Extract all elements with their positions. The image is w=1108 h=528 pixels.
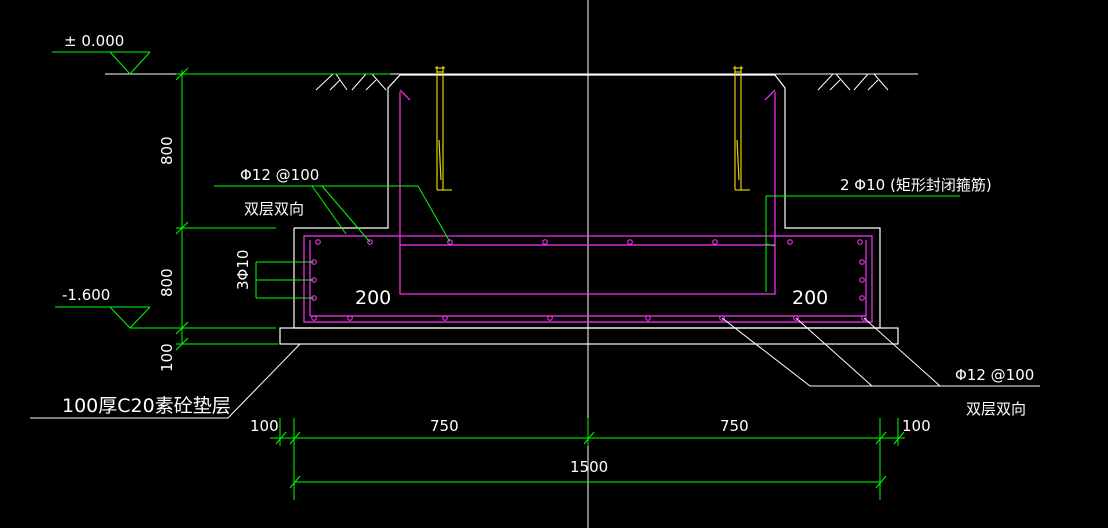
vertical-dim-cushion: 100 <box>158 343 176 372</box>
label-bottom-right-note: 双层双向 <box>966 400 1026 418</box>
label-stirrup: 2 Φ10 (矩形封闭箍筋) <box>840 176 992 194</box>
rebar-dot <box>719 315 725 321</box>
vertical-dim-upper: 800 <box>158 136 176 165</box>
horizontal-dim-left-half: 750 <box>430 417 459 435</box>
rebar-dot <box>712 239 718 245</box>
inner-dim-right: 200 <box>792 287 828 309</box>
horizontal-dim-left-edge: 100 <box>250 417 279 435</box>
elevation-bottom-label: -1.600 <box>62 286 110 304</box>
rebar-dot <box>311 315 317 321</box>
rebar-dot <box>315 239 321 245</box>
soil-hatch-left <box>315 73 387 91</box>
elevation-marker-top <box>52 51 151 75</box>
horizontal-dim-right-edge: 100 <box>902 417 931 435</box>
anchor-bolt-left <box>435 66 452 191</box>
inner-dim-left: 200 <box>355 287 391 309</box>
rebar-dot <box>367 239 373 245</box>
rebar-dot <box>859 259 865 265</box>
rebar-dot <box>542 239 548 245</box>
rebar-dot <box>627 239 633 245</box>
rebar-cage <box>303 89 873 323</box>
vertical-dim-lower: 800 <box>158 268 176 297</box>
rebar-dot-group <box>311 239 867 321</box>
leader-stirrup <box>765 195 960 292</box>
leader-top-left <box>214 185 451 243</box>
vertical-dim-lines <box>175 67 390 351</box>
label-bottom-right-rebar: Φ12 @100 <box>955 366 1034 384</box>
rebar-dot <box>857 239 863 245</box>
elevation-marker-bottom <box>55 306 276 329</box>
rebar-dot <box>859 277 865 283</box>
leader-cushion <box>30 343 301 419</box>
leader-side-bars <box>255 261 314 299</box>
label-top-left-rebar: Φ12 @100 <box>240 166 319 184</box>
concrete-outline <box>294 74 881 328</box>
horizontal-dim-right-half: 750 <box>720 417 749 435</box>
elevation-top-label: ± 0.000 <box>64 32 124 50</box>
label-cushion: 100厚C20素砼垫层 <box>62 395 231 417</box>
rebar-dot <box>793 315 799 321</box>
rebar-dot <box>859 295 865 301</box>
rebar-dot <box>347 315 353 321</box>
label-side-bars: 3Φ10 <box>234 250 252 290</box>
horizontal-dim-lines <box>270 418 905 500</box>
rebar-dot <box>787 239 793 245</box>
anchor-bolt-right <box>733 66 750 191</box>
leader-bottom-right <box>721 317 1040 387</box>
rebar-dot <box>447 239 453 245</box>
rebar-dot <box>861 315 867 321</box>
horizontal-dim-total: 1500 <box>570 458 608 476</box>
rebar-dot <box>645 315 651 321</box>
cushion-layer <box>279 327 899 345</box>
rebar-dot <box>547 315 553 321</box>
rebar-dot <box>442 315 448 321</box>
soil-hatch-right <box>817 73 889 91</box>
label-top-left-note: 双层双向 <box>244 200 304 218</box>
